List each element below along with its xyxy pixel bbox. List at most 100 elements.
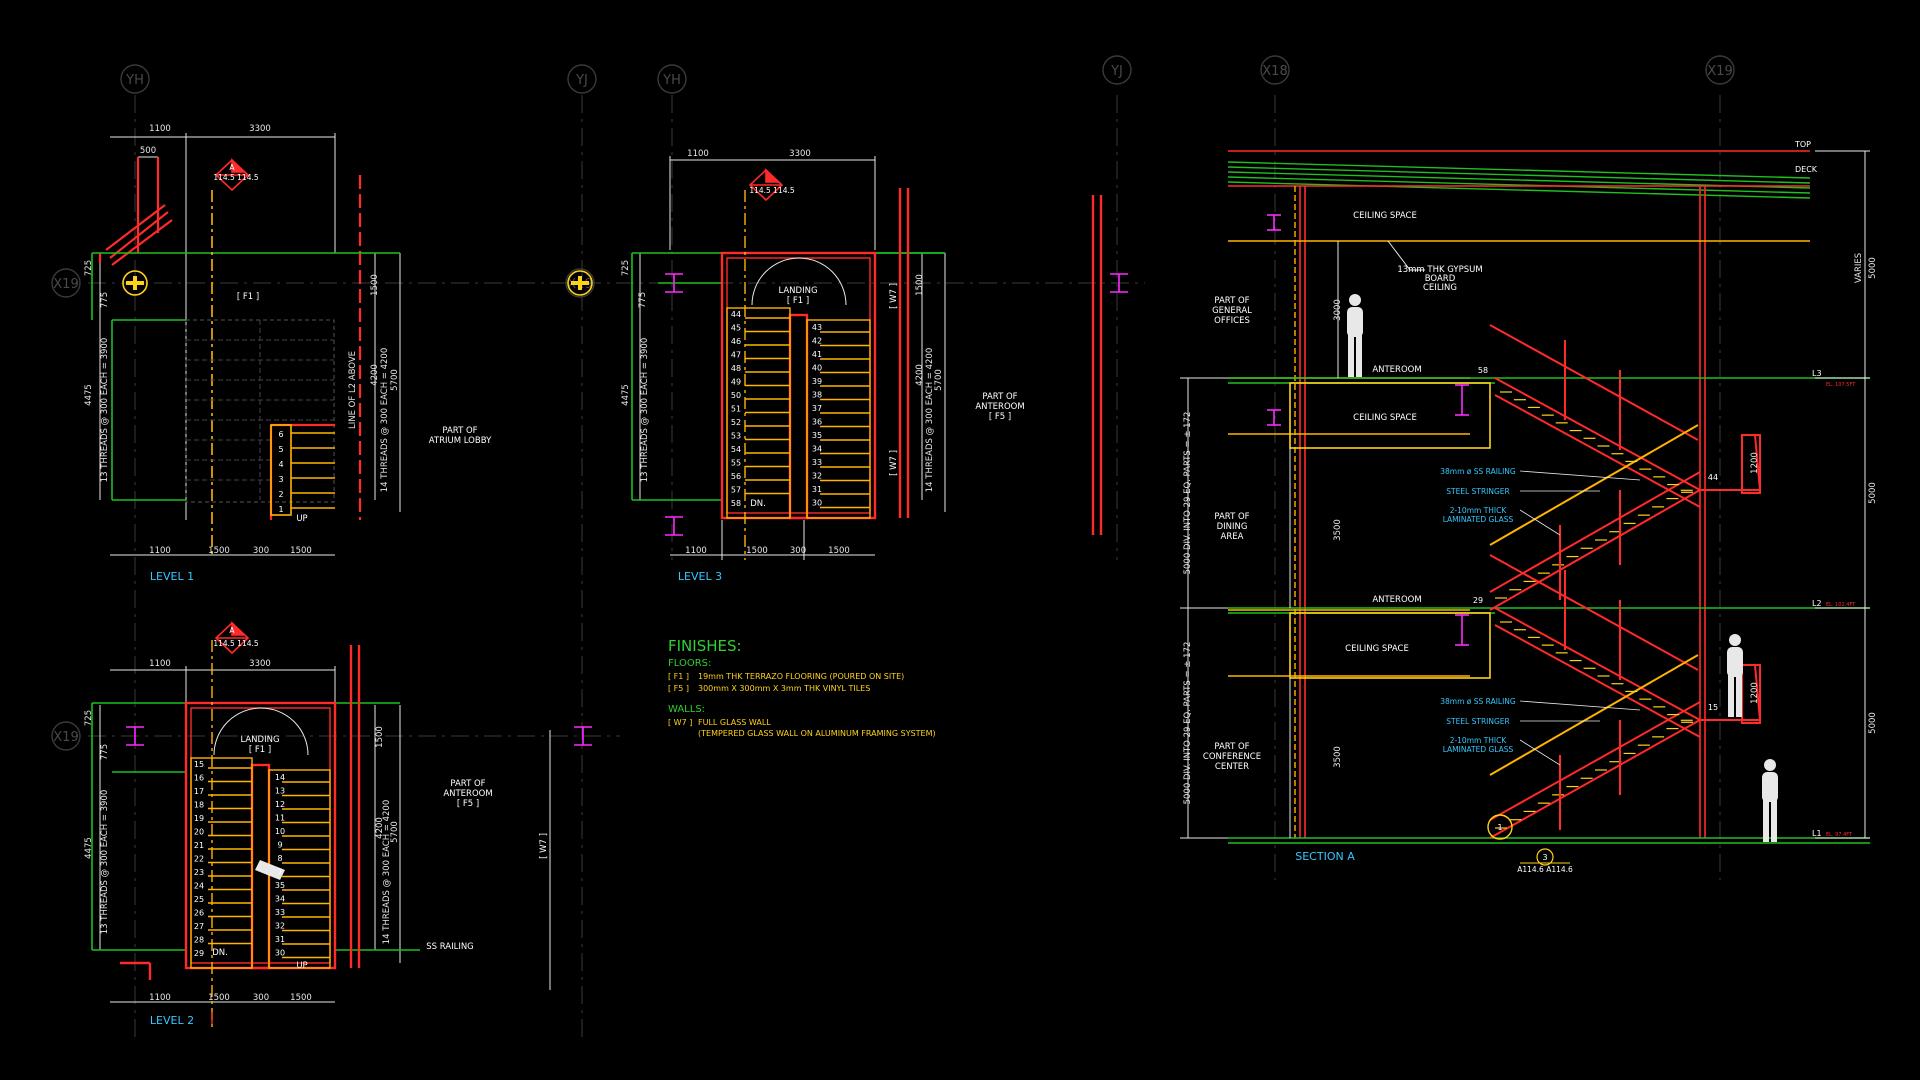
step-number: 10	[275, 827, 285, 836]
l1-dim-r-5700: 5700	[390, 369, 400, 391]
l1-dim-r-14-threads: 14 THREADS @ 300 EACH = 4200	[380, 348, 390, 492]
l2-dim-13-threads: 13 THREADS @ 300 EACH = 3900	[100, 790, 110, 934]
step-number: 27	[194, 922, 204, 931]
finish-f5-text: 300mm X 300mm X 3mm THK VINYL TILES	[698, 684, 870, 693]
step-number: 23	[194, 868, 204, 877]
step-number: 15	[194, 760, 204, 769]
l1-dim-500: 500	[140, 146, 156, 156]
section-rail-note-2: STEEL STRINGER	[1446, 487, 1510, 496]
grid-label-x19-b: X19	[53, 277, 78, 292]
step-number: 34	[275, 895, 285, 904]
l3-wall-tag-mid: [ W7 ]	[889, 450, 899, 476]
section-left-dim-lower: 5000 DIV. INTO 29 EQ. PARTS = ± 172	[1183, 642, 1193, 805]
step-number: 41	[812, 350, 822, 359]
section-gypsum-2: BOARD	[1425, 274, 1456, 284]
finishes-floors-heading: FLOORS:	[668, 658, 711, 669]
l1-dim-775: 775	[100, 292, 110, 308]
l1-dim-3300: 3300	[249, 124, 271, 134]
finish-f5-code: [ F5 ]	[668, 684, 689, 693]
step-number: 29	[194, 949, 204, 958]
step-number: 32	[275, 922, 285, 931]
l1-dim-r-1500: 1500	[370, 274, 380, 296]
section-height-3000: 3000	[1333, 299, 1343, 321]
step-number: 13	[275, 787, 285, 796]
step-number: 33	[275, 908, 285, 917]
l1-step: 2	[278, 490, 283, 499]
section-dim-5000-top: 5000	[1868, 257, 1878, 279]
level2-plan: 1100 3300 1100 1500 300 1500 725 775 447…	[84, 621, 592, 1030]
step-number: 19	[194, 814, 204, 823]
l3-room-label-3: [ F5 ]	[989, 412, 1011, 422]
step-number: 31	[275, 935, 285, 944]
section-el-l2: EL. 102.4FT	[1826, 602, 1856, 608]
l1-dim-b-1500b: 1500	[290, 546, 312, 556]
section-rail-h-lower: 1200	[1750, 682, 1760, 704]
step-number: 8	[277, 854, 282, 863]
l3-dim-3300: 3300	[789, 149, 811, 159]
section-room-offices-1: PART OF	[1214, 296, 1249, 306]
l1-section-mark: A	[229, 163, 235, 172]
step-number: 34	[812, 445, 822, 454]
l2-break-mark	[255, 860, 285, 880]
step-number: 30	[812, 499, 822, 508]
l1-line-of-l2: LINE OF L2 ABOVE	[348, 351, 358, 429]
section-rail-h-upper: 1200	[1750, 452, 1760, 474]
l2-dim-r-4200: 4200	[375, 817, 385, 839]
level1-plan: 1100 3300 500 1100 1500 300 1500 725 775…	[84, 124, 492, 583]
l2-dim-b-1500b: 1500	[290, 993, 312, 1003]
step-number: 12	[275, 800, 285, 809]
l3-dim-r-4200: 4200	[915, 364, 925, 386]
step-number: 45	[731, 324, 741, 333]
level3-plan: 1100 3300 1100 1500 300 1500 725 775 447…	[567, 149, 1128, 583]
section-anteroom-upper: ANTEROOM	[1372, 365, 1421, 375]
l3-dim-13-threads: 13 THREADS @ 300 EACH = 3900	[640, 338, 650, 482]
step-number: 53	[731, 432, 741, 441]
step-number: 21	[194, 841, 204, 850]
section-room-offices-2: GENERAL	[1212, 306, 1252, 316]
step-number: 25	[194, 895, 204, 904]
step-number: 17	[194, 787, 204, 796]
grid-label-yj-2: YJ	[1110, 64, 1123, 79]
grid-label-x19-d: X19	[53, 730, 78, 745]
section-level-l3: L3	[1812, 369, 1822, 378]
l1-step: 4	[278, 460, 283, 469]
section-room-dining-2: DINING	[1217, 522, 1248, 532]
l1-title: LEVEL 1	[150, 570, 194, 583]
l3-dim-r-5700: 5700	[934, 369, 944, 391]
section-step-58: 58	[1478, 366, 1488, 375]
l3-dim-b-1100: 1100	[685, 546, 707, 556]
step-number: 30	[275, 949, 285, 958]
grid-bubble-labels: YH YJ YH YJ X18 X19 X19 X19 X19	[53, 64, 1732, 745]
l3-title: LEVEL 3	[678, 570, 722, 583]
l2-section-mark: A	[229, 626, 235, 635]
section-dim-5000-bot: 5000	[1868, 712, 1878, 734]
l3-dim-b-300: 300	[790, 546, 806, 556]
l2-room-label-1: PART OF	[450, 779, 485, 789]
l1-dim-b-300: 300	[253, 546, 269, 556]
step-number: 32	[812, 472, 822, 481]
l2-room-label-3: [ F5 ]	[457, 799, 479, 809]
section-ceiling-top: CEILING SPACE	[1353, 211, 1417, 221]
l1-dim-13-threads: 13 THREADS @ 300 EACH = 3900	[100, 338, 110, 482]
l2-section-ref: 114.5 114.5	[213, 639, 259, 648]
section-dim-varies: VARIES	[1854, 253, 1864, 283]
grid-label-x18: X18	[1262, 64, 1287, 79]
section-room-conf-3: CENTER	[1215, 762, 1249, 772]
section-step-44: 44	[1708, 473, 1718, 482]
l2-dim-r-1500: 1500	[375, 726, 385, 748]
grid-label-yh-2: YH	[662, 73, 681, 88]
l3-room-label-2: ANTEROOM	[975, 402, 1024, 412]
step-number: 47	[731, 351, 741, 360]
section-el-l1: EL. 97.4FT	[1826, 832, 1853, 838]
l1-dim-1100: 1100	[149, 124, 171, 134]
l3-dim-b-1500b: 1500	[828, 546, 850, 556]
l3-dim-775: 775	[638, 292, 648, 308]
grid-bubbles	[51, 55, 1735, 751]
l2-dim-r-14-threads: 14 THREADS @ 300 EACH = 4200	[382, 800, 392, 944]
section-gypsum-1: 13mm THK GYPSUM	[1397, 265, 1482, 275]
step-number: 49	[731, 378, 741, 387]
l3-dim-4475: 4475	[621, 384, 631, 406]
finish-w7-text2: (TEMPERED GLASS WALL ON ALUMINUM FRAMING…	[698, 729, 936, 738]
l2-dim-b-1500: 1500	[208, 993, 230, 1003]
